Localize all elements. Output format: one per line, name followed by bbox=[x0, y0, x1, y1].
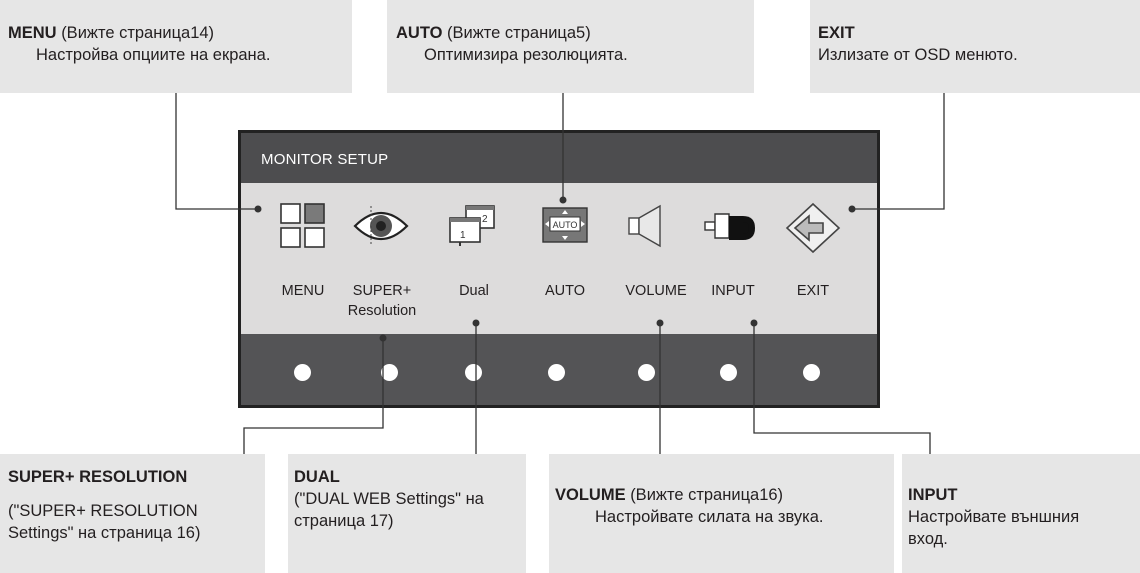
super-resolution-callout: SUPER+ RESOLUTION ("SUPER+ RESOLUTION Se… bbox=[0, 454, 265, 573]
input-plug-icon[interactable] bbox=[703, 202, 759, 250]
auto-icon[interactable]: AUTO bbox=[541, 202, 589, 250]
input-callout-title: INPUT bbox=[908, 486, 958, 504]
auto-callout-ref: (Вижте страница5) bbox=[447, 24, 591, 42]
speaker-icon[interactable] bbox=[626, 202, 670, 250]
dual-callout-ref-line2: страница 17) bbox=[294, 512, 394, 530]
panel-label-auto: AUTO bbox=[544, 283, 586, 299]
panel-label-dual: Dual bbox=[459, 283, 489, 299]
dual-monitor-icon[interactable]: 1 2 bbox=[446, 202, 502, 250]
input-callout-desc-line2: вход. bbox=[908, 530, 948, 548]
dual-hardware-button[interactable] bbox=[465, 364, 482, 381]
panel-label-input: INPUT bbox=[711, 283, 755, 299]
volume-hardware-button[interactable] bbox=[638, 364, 655, 381]
panel-title: MONITOR SETUP bbox=[261, 151, 389, 168]
volume-callout-title: VOLUME bbox=[555, 486, 626, 504]
panel-button-bar bbox=[241, 334, 877, 405]
panel-label-exit: EXIT bbox=[796, 283, 830, 299]
input-hardware-button[interactable] bbox=[720, 364, 737, 381]
auto-callout: AUTO (Вижте страница5) Оптимизира резолю… bbox=[387, 0, 754, 93]
panel-label-super-line2: Resolution bbox=[347, 303, 417, 319]
panel-header: MONITOR SETUP bbox=[241, 133, 877, 183]
auto-icon-text: AUTO bbox=[553, 220, 578, 230]
panel-label-menu: MENU bbox=[281, 283, 325, 299]
exit-callout-desc: Излизате от OSD менюто. bbox=[818, 46, 1018, 64]
monitor-setup-panel: MONITOR SETUP 1 2 AUTO bbox=[238, 130, 880, 408]
menu-callout-ref: (Вижте страница14) bbox=[61, 24, 215, 42]
exit-callout-title: EXIT bbox=[818, 24, 855, 42]
panel-label-super: SUPER+ Resolution bbox=[337, 281, 427, 321]
menu-grid-icon[interactable] bbox=[279, 202, 327, 250]
panel-label-volume: VOLUME bbox=[625, 283, 687, 299]
super-callout-ref-line2: Settings" на страница 16) bbox=[8, 524, 201, 542]
dual-icon-number-1: 1 bbox=[460, 230, 466, 241]
exit-callout: EXIT Излизате от OSD менюто. bbox=[810, 0, 1140, 93]
super-callout-ref-line1: ("SUPER+ RESOLUTION bbox=[8, 502, 198, 520]
exit-arrow-icon[interactable] bbox=[783, 202, 841, 254]
input-callout-desc-line1: Настройвате външния bbox=[908, 508, 1080, 526]
panel-label-super-line1: SUPER+ bbox=[352, 283, 412, 299]
exit-hardware-button[interactable] bbox=[803, 364, 820, 381]
menu-callout-desc: Настройва опциите на екрана. bbox=[36, 46, 271, 64]
menu-callout: MENU (Вижте страница14) Настройва опциит… bbox=[0, 0, 352, 93]
dual-callout-ref-line1: ("DUAL WEB Settings" на bbox=[294, 490, 484, 508]
auto-callout-title: AUTO bbox=[396, 24, 443, 42]
dual-icon-number-2: 2 bbox=[482, 214, 488, 225]
eye-icon[interactable] bbox=[351, 202, 411, 250]
super-callout-title: SUPER+ RESOLUTION bbox=[8, 468, 188, 486]
super-resolution-hardware-button[interactable] bbox=[381, 364, 398, 381]
dual-callout-title: DUAL bbox=[294, 468, 340, 486]
volume-callout-desc: Настройвате силата на звука. bbox=[595, 508, 824, 526]
menu-callout-title: MENU bbox=[8, 24, 57, 42]
auto-callout-desc: Оптимизира резолюцията. bbox=[424, 46, 628, 64]
volume-callout: VOLUME (Вижте страница16) Настройвате си… bbox=[549, 454, 894, 573]
auto-hardware-button[interactable] bbox=[548, 364, 565, 381]
menu-hardware-button[interactable] bbox=[294, 364, 311, 381]
dual-callout: DUAL ("DUAL WEB Settings" на страница 17… bbox=[288, 454, 526, 573]
volume-callout-ref: (Вижте страница16) bbox=[630, 486, 784, 504]
input-callout: INPUT Настройвате външния вход. bbox=[902, 454, 1140, 573]
